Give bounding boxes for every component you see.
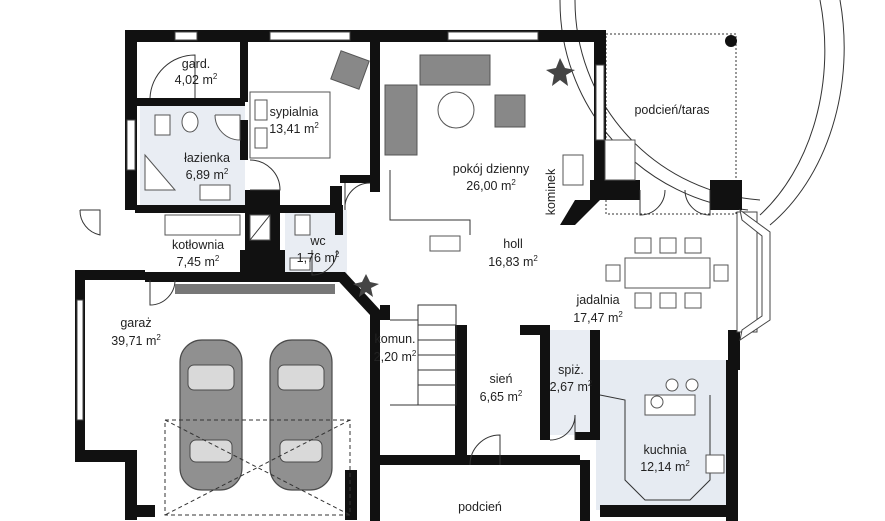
windows (76, 31, 771, 421)
coffee-table-icon (437, 91, 475, 129)
bathtub-icon (144, 153, 177, 191)
bathroom-fixtures (144, 111, 311, 271)
sofa-side-icon (384, 84, 418, 156)
label-sien-name: sień (490, 372, 513, 386)
label-komun-name: komun. (375, 332, 416, 346)
label-garaz-name: garaż (120, 316, 151, 330)
wc-toilet-icon (294, 214, 311, 236)
boiler-counter-icon (164, 214, 241, 236)
label-podcien: podcień (458, 500, 502, 514)
label-kuchnia-area: 12,14 m2 (640, 459, 690, 474)
car-right (269, 339, 333, 491)
armchair-icon (494, 94, 526, 128)
label-podcien-taras: podcień/taras (634, 103, 709, 117)
staircase (390, 304, 457, 406)
label-lazienka-name: łazienka (184, 151, 230, 165)
label-gard-name: gard. (182, 57, 211, 71)
label-garaz-area: 39,71 m2 (111, 333, 161, 348)
shower-icon (214, 114, 241, 141)
dining-furniture (605, 237, 729, 309)
plant-icon (546, 58, 575, 86)
label-sypialnia-area: 13,41 m2 (269, 121, 319, 136)
label-wc-name: wc (309, 234, 325, 248)
label-pokoj-name: pokój dzienny (453, 162, 530, 176)
label-spiz-area: 2,67 m2 (550, 379, 593, 394)
fireplace-icon (562, 154, 584, 186)
bedroom-furniture (249, 50, 370, 159)
label-lazienka-area: 6,89 m2 (186, 167, 229, 182)
dining-table-icon (624, 257, 711, 289)
label-gard-area: 4,02 m2 (175, 72, 218, 87)
label-holl-name: holl (503, 237, 522, 251)
garage-shelf-icon (175, 284, 335, 294)
label-kuchnia-name: kuchnia (643, 443, 686, 457)
cooktop-icon (705, 454, 725, 474)
wc-sink-icon (289, 257, 311, 271)
label-pokoj-area: 26,00 m2 (466, 178, 516, 193)
plant-icon (353, 274, 379, 297)
sink-counter-icon (199, 184, 231, 201)
label-komun-area: 2,20 m2 (374, 349, 417, 364)
label-jadalnia-name: jadalnia (575, 293, 619, 307)
label-sypialnia-name: sypialnia (270, 105, 319, 119)
plants (353, 58, 575, 297)
garage-door-lines (164, 284, 351, 516)
washbasin-icon (181, 111, 199, 133)
toilet-icon (154, 114, 171, 136)
doors (79, 54, 711, 466)
room-labels: gard. 4,02 m2 sypialnia 13,41 m2 łazienk… (111, 57, 709, 514)
label-spiz-name: spiż. (558, 363, 584, 377)
armchair-icon (330, 50, 370, 90)
terrace-post-icon (725, 35, 737, 47)
label-holl-area: 16,83 m2 (488, 254, 538, 269)
label-kominek: kominek (544, 168, 558, 215)
sofa-icon (419, 54, 491, 86)
label-kotlownia-area: 7,45 m2 (177, 254, 220, 269)
label-wc-area: 1,76 m2 (297, 250, 340, 265)
label-jadalnia-area: 17,47 m2 (573, 310, 623, 325)
kitchen-counters (599, 378, 725, 501)
label-kotlownia-name: kotłownia (172, 238, 224, 252)
living-furniture (384, 54, 636, 252)
label-sien-area: 6,65 m2 (480, 389, 523, 404)
car-left (179, 339, 243, 491)
